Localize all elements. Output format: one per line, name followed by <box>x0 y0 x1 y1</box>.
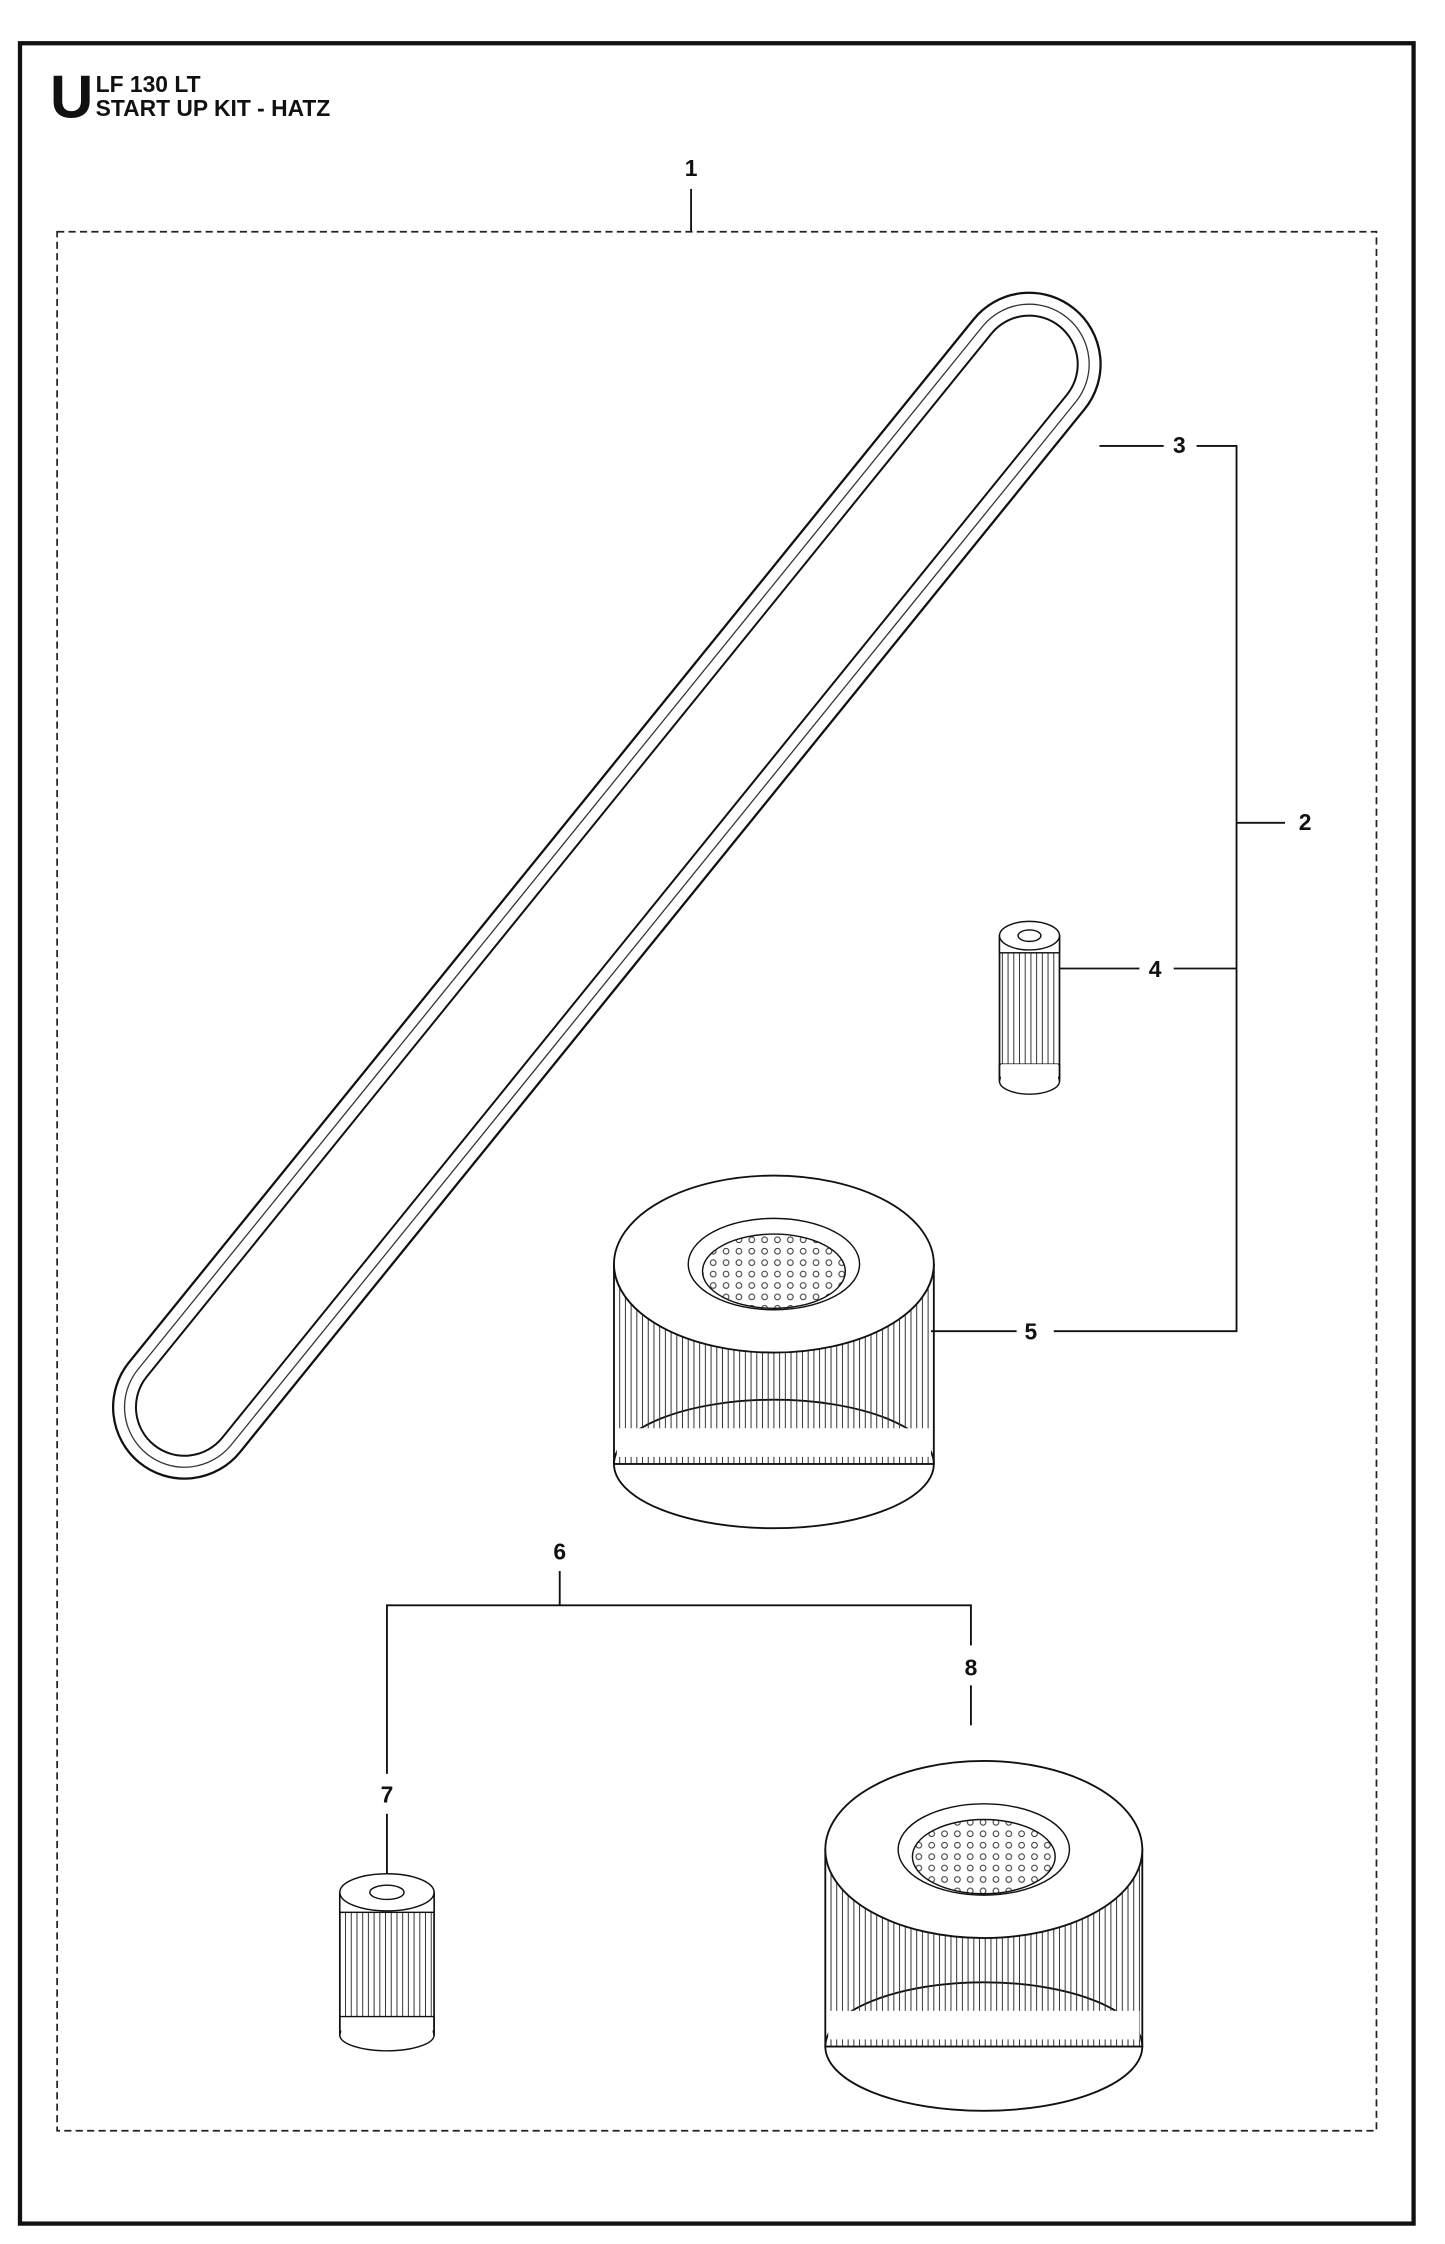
callout-2[interactable]: 2 <box>1299 809 1312 835</box>
callout-6[interactable]: 6 <box>553 1539 566 1565</box>
model-label: LF 130 LT <box>96 71 201 97</box>
callout-3[interactable]: 3 <box>1173 432 1186 458</box>
air-filter-8[interactable] <box>824 1760 1144 2112</box>
callout-5[interactable]: 5 <box>1025 1319 1038 1345</box>
callout-8[interactable]: 8 <box>965 1654 978 1680</box>
callout-1[interactable]: 1 <box>685 155 698 181</box>
page-border <box>17 41 1416 2226</box>
page-title: START UP KIT - HATZ <box>96 95 331 121</box>
callout-4[interactable]: 4 <box>1149 956 1162 982</box>
drive-belt[interactable] <box>84 264 1129 1508</box>
callout-7[interactable]: 7 <box>381 1781 394 1807</box>
fuel-filter-4[interactable] <box>998 920 1061 1095</box>
section-letter: U <box>50 63 93 130</box>
fuel-filter-7[interactable] <box>338 1873 435 2052</box>
air-filter-5[interactable] <box>613 1174 935 1530</box>
